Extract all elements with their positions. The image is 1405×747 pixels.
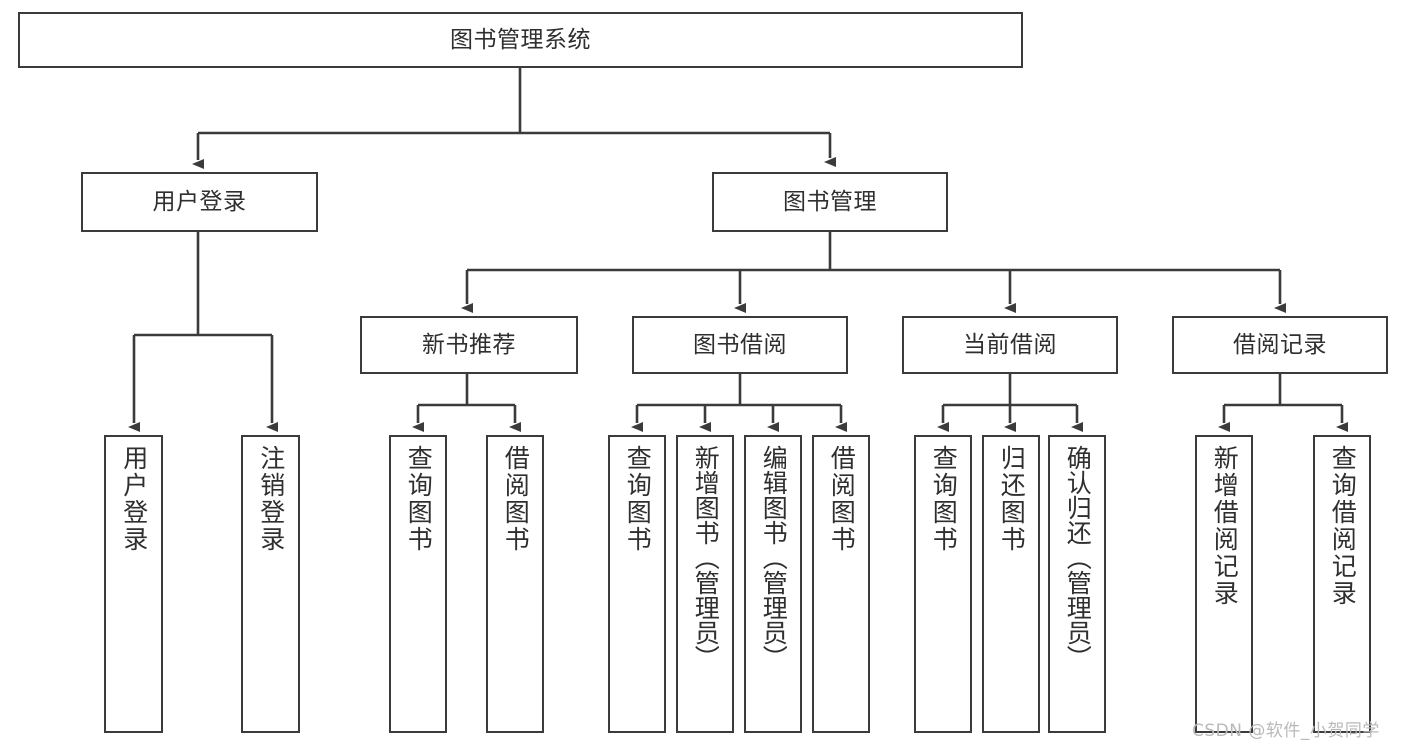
- node-label: 确认归还（管理员）: [1063, 445, 1093, 670]
- node-label: 图书管理系统: [450, 26, 591, 53]
- node-label: 新增图书（管理员）: [691, 445, 721, 670]
- node-borrow-records[interactable]: 借阅记录: [1172, 316, 1388, 374]
- leaf-borrow-edit-book-admin[interactable]: 编辑图书（管理员）: [744, 435, 802, 733]
- node-label: 新书推荐: [422, 331, 516, 358]
- leaf-current-query-book[interactable]: 查询图书: [914, 435, 972, 733]
- leaf-current-confirm-return-admin[interactable]: 确认归还（管理员）: [1048, 435, 1106, 733]
- leaf-user-login[interactable]: 用户登录: [104, 435, 163, 733]
- node-label: 借阅图书: [827, 445, 857, 553]
- csdn-watermark: CSDN @软件_小贺同学: [1192, 721, 1380, 741]
- node-label: 归还图书: [997, 445, 1027, 553]
- leaf-borrow-borrow-book[interactable]: 借阅图书: [812, 435, 870, 733]
- leaf-borrow-add-book-admin[interactable]: 新增图书（管理员）: [676, 435, 734, 733]
- node-label: 查询图书: [929, 445, 959, 553]
- leaf-recommend-borrow-book[interactable]: 借阅图书: [486, 435, 544, 733]
- node-root-book-management-system[interactable]: 图书管理系统: [18, 12, 1023, 68]
- node-book-borrow[interactable]: 图书借阅: [632, 316, 848, 374]
- node-label: 图书管理: [783, 188, 877, 215]
- node-user-login[interactable]: 用户登录: [81, 172, 318, 232]
- node-book-management[interactable]: 图书管理: [712, 172, 948, 232]
- leaf-borrow-query-book[interactable]: 查询图书: [608, 435, 666, 733]
- node-label: 查询借阅记录: [1328, 445, 1358, 607]
- node-label: 当前借阅: [963, 331, 1057, 358]
- node-current-borrow[interactable]: 当前借阅: [902, 316, 1118, 374]
- node-label: 新增借阅记录: [1210, 445, 1240, 607]
- node-new-book-recommend[interactable]: 新书推荐: [360, 316, 578, 374]
- leaf-records-add-record[interactable]: 新增借阅记录: [1195, 435, 1253, 733]
- node-label: 注销登录: [256, 445, 286, 553]
- node-label: 借阅记录: [1233, 331, 1327, 358]
- node-label: 用户登录: [119, 445, 149, 553]
- node-label: 查询图书: [404, 445, 434, 553]
- node-label: 借阅图书: [501, 445, 531, 553]
- node-label: 用户登录: [152, 188, 247, 215]
- leaf-recommend-query-book[interactable]: 查询图书: [389, 435, 447, 733]
- node-label: 编辑图书（管理员）: [759, 445, 789, 670]
- leaf-logout[interactable]: 注销登录: [241, 435, 300, 733]
- leaf-current-return-book[interactable]: 归还图书: [982, 435, 1040, 733]
- node-label: 图书借阅: [693, 331, 787, 358]
- leaf-records-query-record[interactable]: 查询借阅记录: [1313, 435, 1371, 733]
- node-label: 查询图书: [623, 445, 653, 553]
